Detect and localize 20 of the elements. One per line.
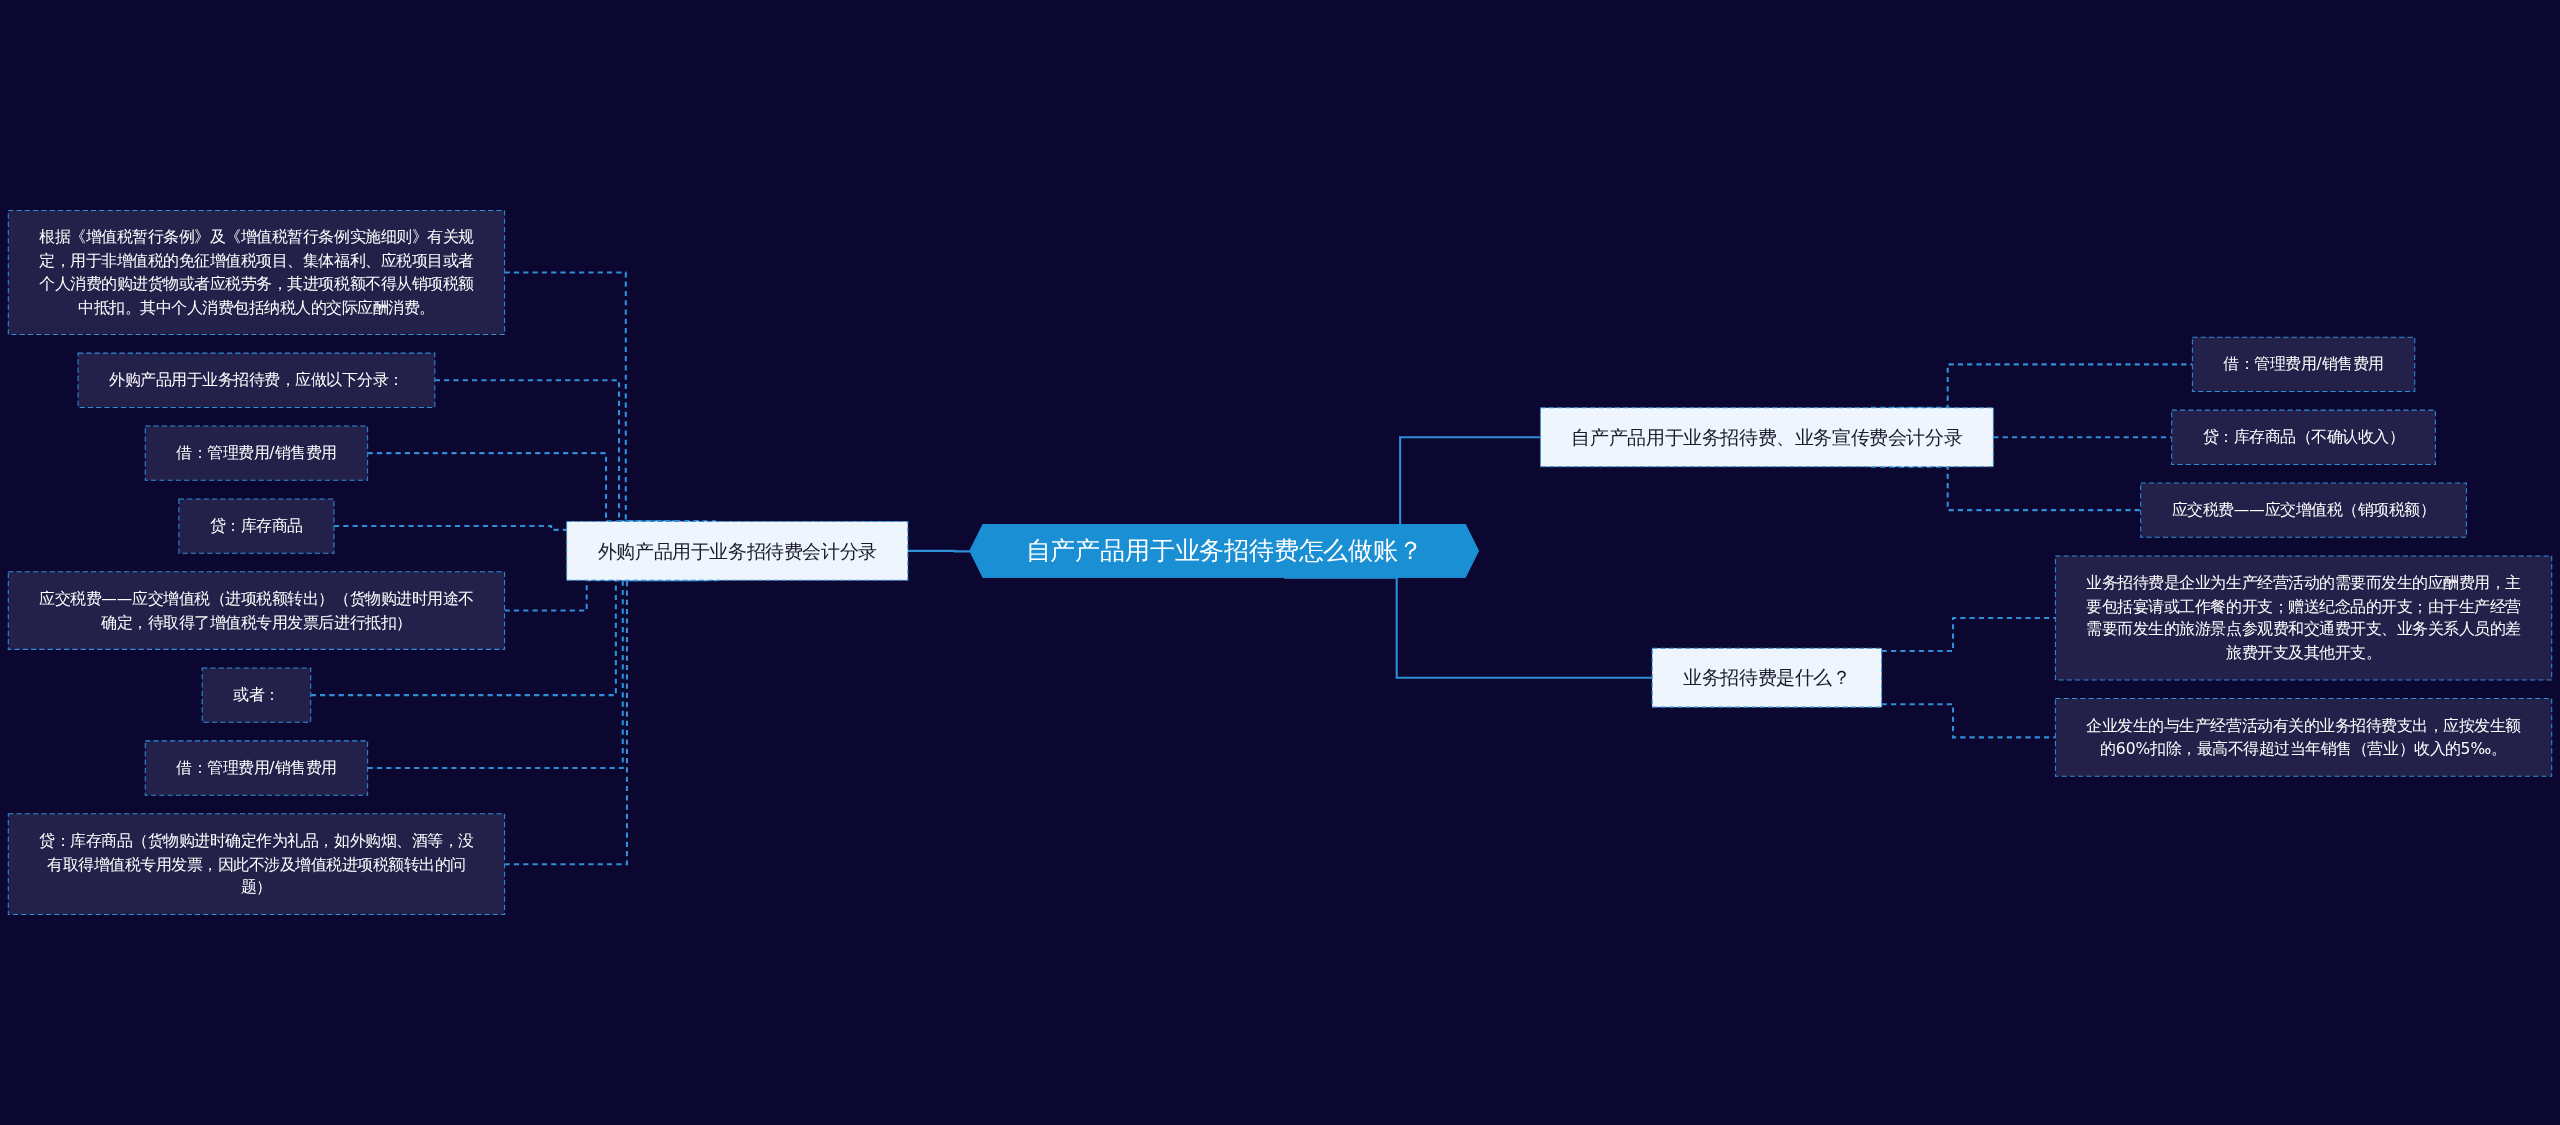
node-box: 应交税费——应交增值税（销项税额） [2140, 482, 2467, 538]
node-box: 企业发生的与生产经营活动有关的业务招待费支出，应按发生额的60%扣除，最高不得超过当年销售（营业）收入的5‰。 [2054, 698, 2553, 777]
node-box: 贷：库存商品 [178, 498, 335, 554]
node-box: 借：管理费用/销售费用 [144, 425, 369, 481]
node-box: 借：管理费用/销售费用 [144, 740, 369, 796]
node-box: 贷：库存商品（不确认收入） [2171, 409, 2436, 465]
connector [907, 549, 971, 553]
node-box: 应交税费——应交增值税（进项税额转出）（货物购进时用途不确定，待取得了增值税专用发票后进行抵扣） [7, 571, 506, 650]
node-box: 自产产品用于业务招待费、业务宣传费会计分录 [1539, 407, 1994, 468]
node-box: 或者： [201, 667, 312, 723]
connector [334, 525, 567, 531]
node-box: 根据《增值税暂行条例》及《增值税暂行条例实施细则》有关规定，用于非增值税的免征增值税项目、集体福利、应税项目或者个人消费的购进货物或者应税劳务，其进项税额不得从销项税额中抵扣。其中个人消费包括纳税人的交际应酬消费。 [7, 209, 506, 335]
connector [1881, 703, 2056, 739]
node-box: 贷：库存商品（货物购进时确定作为礼品，如外购烟、酒等，没有取得增值税专用发票，因此不涉及增值税进项税额转出的问题） [7, 813, 506, 916]
node-box: 业务招待费是什么？ [1651, 647, 1883, 708]
node-box: 借：管理费用/销售费用 [2191, 336, 2416, 392]
connector [1881, 616, 2056, 653]
node-box: 业务招待费是企业为生产经营活动的需要而发生的应酬费用，主要包括宴请或工作餐的开支；赠送纪念品的开支；由于生产经营需要而发生的旅游景点参观费和交通费开支、业务关系人员的差旅费开支及其他开支。 [2054, 555, 2553, 681]
node-box: 外购产品用于业务招待费，应做以下分录： [77, 352, 436, 408]
node-box: 外购产品用于业务招待费会计分录 [566, 520, 909, 581]
